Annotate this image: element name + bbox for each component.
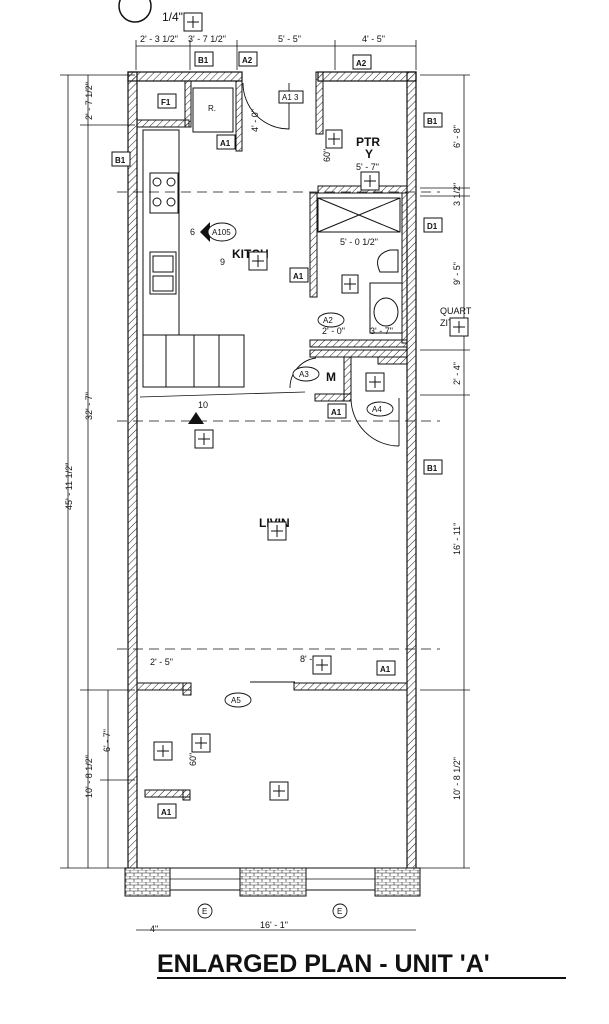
elev-10: 10 (198, 400, 208, 410)
dim-left-total: 45' - 11 1/2" (64, 463, 74, 510)
right-dimensions: 6' - 8" 3 1/2" 9' - 5" 2' - 4" 16' - 11"… (420, 74, 470, 869)
room-quartz: QUART (440, 306, 472, 316)
left-dimensions: 2' - 7 1/2" 32' - 7" 45' - 11 1/2" 6' - … (60, 74, 135, 869)
elev-6: 6 (190, 227, 195, 237)
tag-b1-top: B1 (198, 56, 209, 65)
plan-title: ENLARGED PLAN - UNIT 'A' (157, 950, 566, 979)
tag-a1-closet: A1 (161, 808, 172, 817)
dim-closet-w: 2' - 0" (322, 326, 345, 336)
tag-a2-right: A2 (356, 59, 367, 68)
dim-top-3: 5' - 5" (278, 34, 301, 44)
tag-f1: F1 (161, 98, 171, 107)
junction-boxes (153, 12, 469, 801)
tag-a1-mech: A1 (331, 408, 342, 417)
dim-top-4: 4' - 5" (362, 34, 385, 44)
tag-b1-left: B1 (115, 156, 126, 165)
tag-a5: A5 (231, 696, 241, 705)
tag-a13: A1 3 (282, 93, 299, 102)
tag-d1: D1 (427, 222, 438, 231)
page-title: ENLARGED PLAN - UNIT 'A' (157, 950, 490, 978)
dim-top-1: 2' - 3 1/2" (140, 34, 178, 44)
dim-bottom-main: 16' - 1" (260, 920, 288, 930)
dim-top-2: 3' - 7 1/2" (188, 34, 226, 44)
tag-a2-door: A2 (323, 316, 333, 325)
dim-bed-closet: 2' - 5" (150, 657, 173, 667)
tag-labels: B1 A2 A2 A1 3 F1 A1 B1 B1 D1 A1 A1 B1 A1… (115, 56, 438, 817)
elev-9: 9 (220, 257, 225, 267)
door-swings (242, 82, 400, 683)
dim-bath-sub: 3' - 7" (370, 326, 393, 336)
bottom-markers: E E (197, 903, 348, 919)
dim-right-5: 16' - 11" (452, 523, 462, 555)
dim-right-4: 2' - 4" (452, 362, 462, 385)
tag-a1-kitchen: A1 (220, 139, 231, 148)
kitchen-counter (142, 129, 245, 388)
tag-a4: A4 (372, 405, 382, 414)
tag-e-right: E (337, 907, 342, 916)
interior-dimensions: 5' - 7" 5' - 0 1/2" 2' - 0" 3' - 7" 4' -… (136, 109, 416, 934)
dim-left-bed-b: 10' - 8 1/2" (84, 755, 94, 798)
dim-left-top: 2' - 7 1/2" (84, 82, 94, 120)
dim-left-mid: 32' - 7" (84, 392, 94, 420)
door-tags: A2 A3 A4 A5 (224, 312, 394, 708)
room-pantry-2: Y (365, 147, 373, 161)
scale-note: 1/4" (162, 10, 183, 24)
refrigerator: R. (192, 87, 234, 133)
dim-right-6: 10' - 8 1/2" (452, 757, 462, 800)
dim-right-2: 3 1/2" (452, 183, 462, 206)
dim-bed-wd: 60" (188, 753, 198, 766)
tag-e-left: E (202, 907, 207, 916)
storefront-wall (124, 867, 421, 897)
tag-b1-living: B1 (427, 464, 438, 473)
tag-boxes (111, 51, 443, 819)
tag-a1-bath: A1 (293, 272, 304, 281)
tag-a3: A3 (299, 370, 309, 379)
tag-a105: A105 (212, 228, 231, 237)
dim-bath-w: 5' - 0 1/2" (340, 237, 378, 247)
top-dimensions: 2' - 3 1/2" 3' - 7 1/2" 5' - 5" 4' - 5" (135, 34, 417, 70)
tag-b1-right: B1 (427, 117, 438, 126)
bath-fixtures (317, 197, 403, 334)
dim-pantry-w: 5' - 7" (356, 162, 379, 172)
scale-marker: 1/4" (118, 0, 183, 24)
tag-a2-top: A2 (242, 56, 253, 65)
elevation-markers: A105 6 9 10 (188, 222, 237, 424)
dim-kitchen-h: 4' - 0" (250, 109, 260, 132)
dim-left-bed-a: 6' - 7" (102, 729, 112, 752)
room-pantry: PTR (356, 135, 380, 149)
section-lines (117, 191, 440, 650)
dim-wd-h: 60" (322, 149, 332, 162)
room-mech: M (326, 370, 336, 384)
dim-right-3: 9' - 5" (452, 262, 462, 285)
dim-bed-door: 8' - 0" (300, 654, 323, 664)
tag-a1-bedroom: A1 (380, 665, 391, 674)
dim-bottom-left: 4" (150, 924, 158, 934)
dim-right-1: 6' - 8" (452, 125, 462, 148)
fridge-label: R. (208, 104, 216, 113)
